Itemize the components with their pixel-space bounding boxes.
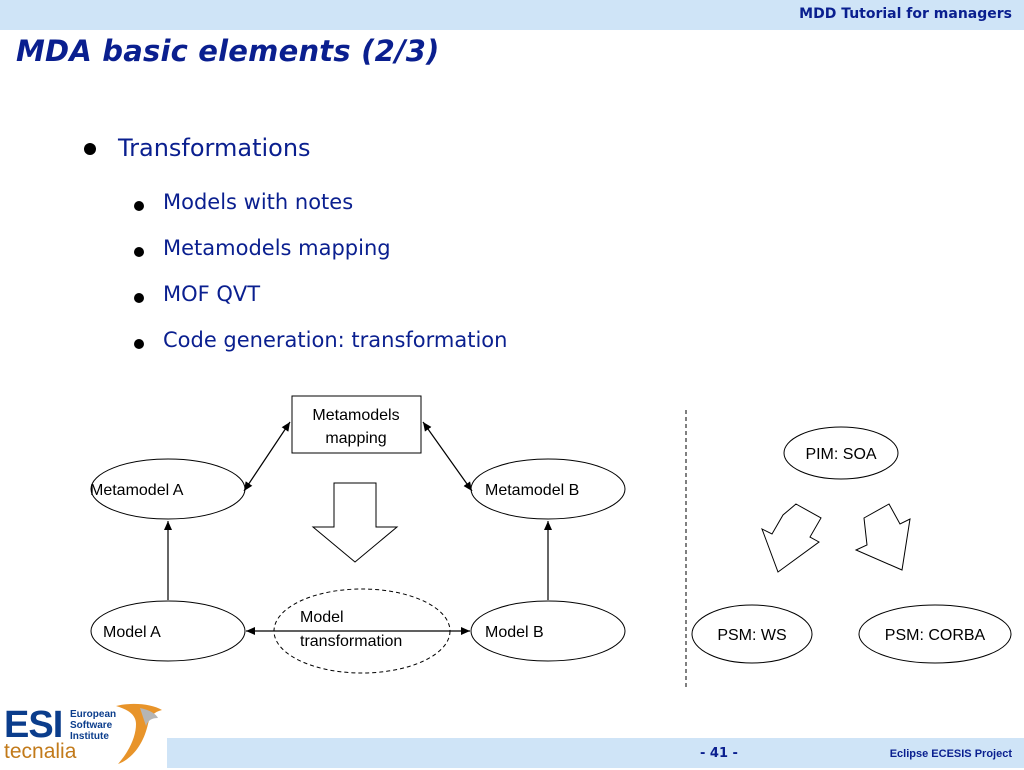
metamodel-a-node: Metamodel A — [90, 458, 246, 520]
footer-bar — [167, 738, 1024, 768]
bullet-sub-text: Models with notes — [163, 190, 354, 214]
bullet-sub-text: Code generation: transformation — [163, 328, 508, 352]
model-b-node: Model B — [470, 600, 626, 662]
metamodel-b-node: Metamodel B — [470, 458, 626, 520]
logo-esi-text: ESI — [4, 704, 63, 746]
metamodels-mapping-box: Metamodels mapping — [291, 395, 422, 454]
pim-to-corba-arrow-icon — [854, 503, 911, 571]
mapping-box-line-2: mapping — [325, 430, 386, 447]
bullet-main-text: Transformations — [118, 134, 311, 162]
bullet-dot-icon — [134, 247, 144, 257]
psm-corba-node: PSM: CORBA — [858, 604, 1012, 664]
project-name: Eclipse ECESIS Project — [889, 748, 1012, 760]
mapping-box-line-1: Metamodels — [312, 407, 399, 424]
psm-corba-label: PSM: CORBA — [885, 627, 986, 644]
model-a-node: Model A — [90, 600, 246, 662]
bullet-dot-icon — [84, 143, 96, 155]
pim-soa-node: PIM: SOA — [783, 426, 899, 480]
transformation-down-arrow-icon — [311, 482, 399, 563]
metamodel-a-label: Metamodel A — [90, 482, 184, 499]
bullet-sub-text: Metamodels mapping — [163, 236, 391, 260]
bullet-sub-text: MOF QVT — [163, 282, 261, 306]
logo-swoosh-icon — [116, 703, 162, 764]
psm-ws-node: PSM: WS — [691, 604, 813, 664]
header-bar: MDD Tutorial for managers — [0, 0, 1024, 30]
arrow-mapping-metamodel-b — [422, 421, 473, 492]
metamodel-b-label: Metamodel B — [485, 482, 579, 499]
pim-soa-label: PIM: SOA — [805, 446, 876, 463]
page-number: - 41 - — [700, 746, 738, 761]
slide-title: MDA basic elements (2/3) — [16, 34, 440, 68]
logo-esi-line: Institute — [70, 731, 109, 742]
bullet-dot-icon — [134, 339, 144, 349]
logo-esi-line: European — [70, 709, 117, 720]
bullet-dot-icon — [134, 201, 144, 211]
logo-esi-line: Software — [70, 720, 113, 731]
model-b-label: Model B — [485, 624, 544, 641]
model-a-label: Model A — [103, 624, 161, 641]
logo-tecnalia-text: tecnalia — [4, 740, 77, 763]
psm-ws-label: PSM: WS — [717, 627, 786, 644]
course-title: MDD Tutorial for managers — [799, 6, 1012, 22]
bullet-dot-icon — [134, 293, 144, 303]
arrow-mapping-metamodel-a — [243, 421, 291, 492]
pim-to-ws-arrow-icon — [761, 503, 822, 573]
model-transformation-line-1: Model — [300, 609, 344, 626]
model-transformation-line-2: transformation — [300, 633, 402, 650]
